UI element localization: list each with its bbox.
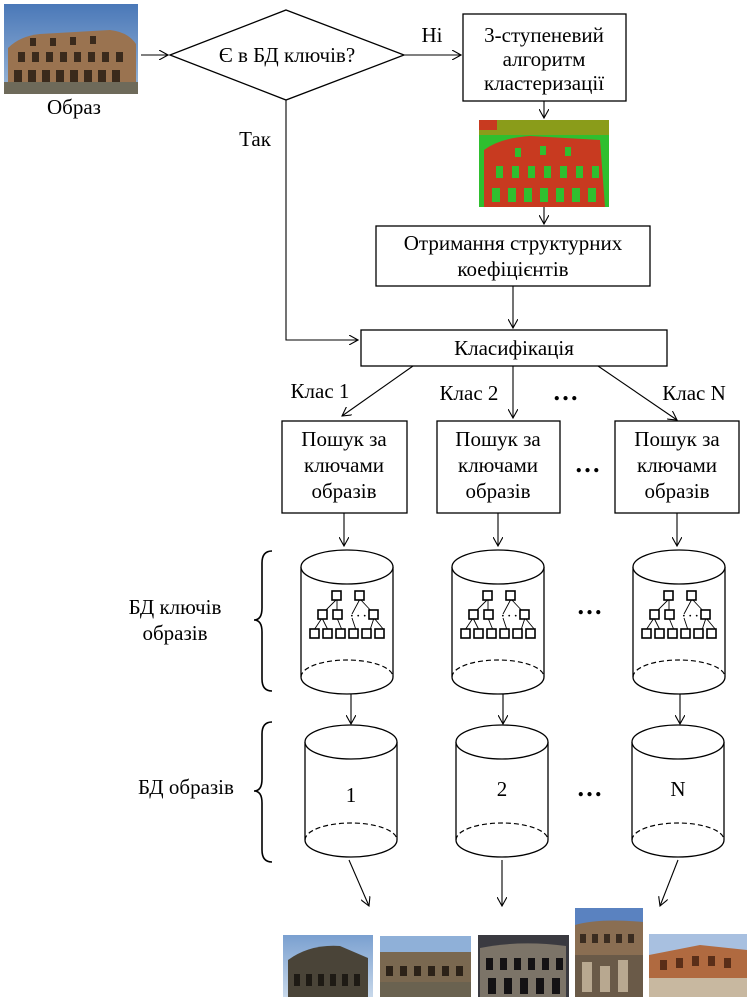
search-1-line-1: Пошук за [301, 427, 387, 451]
search-n-line-2: ключами [637, 453, 717, 477]
class-2-label: Клас 2 [440, 381, 499, 405]
classification-label: Класифікація [454, 336, 574, 360]
result-image-5 [649, 934, 747, 997]
yes-label: Так [239, 127, 272, 151]
coefficients-line-1: Отримання структурних [404, 231, 623, 255]
no-label: Ні [422, 23, 443, 47]
coefficients-line-2: коефіцієнтів [457, 257, 568, 281]
result-image-3 [478, 935, 569, 997]
image-db-number-n: N [670, 777, 685, 801]
result-image-4 [575, 908, 643, 997]
image-db-brace [253, 721, 273, 863]
search-n-line-1: Пошук за [634, 427, 720, 451]
key-db-cylinder-1 [300, 549, 394, 695]
result-image-1 [283, 935, 373, 997]
search-box-n [614, 420, 740, 514]
input-image [4, 4, 138, 94]
decision-label: Є в БД ключів? [219, 43, 355, 67]
structural-coefficients-box [375, 225, 651, 287]
image-db-ellipsis: … [577, 773, 604, 802]
result-image-2 [380, 936, 471, 997]
image-db-number-1: 1 [346, 783, 357, 807]
key-db-brace [253, 550, 273, 692]
classification-box [360, 329, 668, 367]
algorithm-line-1: 3-ступеневий [484, 23, 604, 47]
search-box-2 [436, 420, 561, 514]
key-db-label-line-1: БД ключів [129, 595, 222, 619]
key-db-cylinder-n [632, 549, 726, 695]
search-ellipsis: … [575, 449, 602, 478]
search-2-line-3: образів [465, 479, 530, 503]
algorithm-line-3: кластеризації [484, 71, 604, 95]
key-db-label-line-2: образів [142, 621, 207, 645]
image-db-label: БД образів [138, 775, 234, 799]
algorithm-line-2: алгоритм [503, 47, 586, 71]
search-box-1 [281, 420, 408, 514]
search-n-line-3: образів [644, 479, 709, 503]
search-1-line-2: ключами [304, 453, 384, 477]
image-db-cylinder-2 [455, 724, 549, 858]
key-db-cylinder-2 [451, 549, 545, 695]
search-2-line-2: ключами [458, 453, 538, 477]
search-1-line-3: образів [311, 479, 376, 503]
key-db-ellipsis: … [577, 591, 604, 620]
image-db-number-2: 2 [497, 777, 508, 801]
image-db-cylinder-n [631, 724, 725, 858]
search-2-line-1: Пошук за [455, 427, 541, 451]
input-image-label: Образ [47, 95, 101, 119]
clustered-image [479, 120, 609, 207]
image-db-cylinder-1 [304, 724, 398, 858]
class-1-label: Клас 1 [291, 379, 350, 403]
classes-ellipsis: … [553, 377, 580, 406]
class-n-label: Клас N [662, 381, 726, 405]
